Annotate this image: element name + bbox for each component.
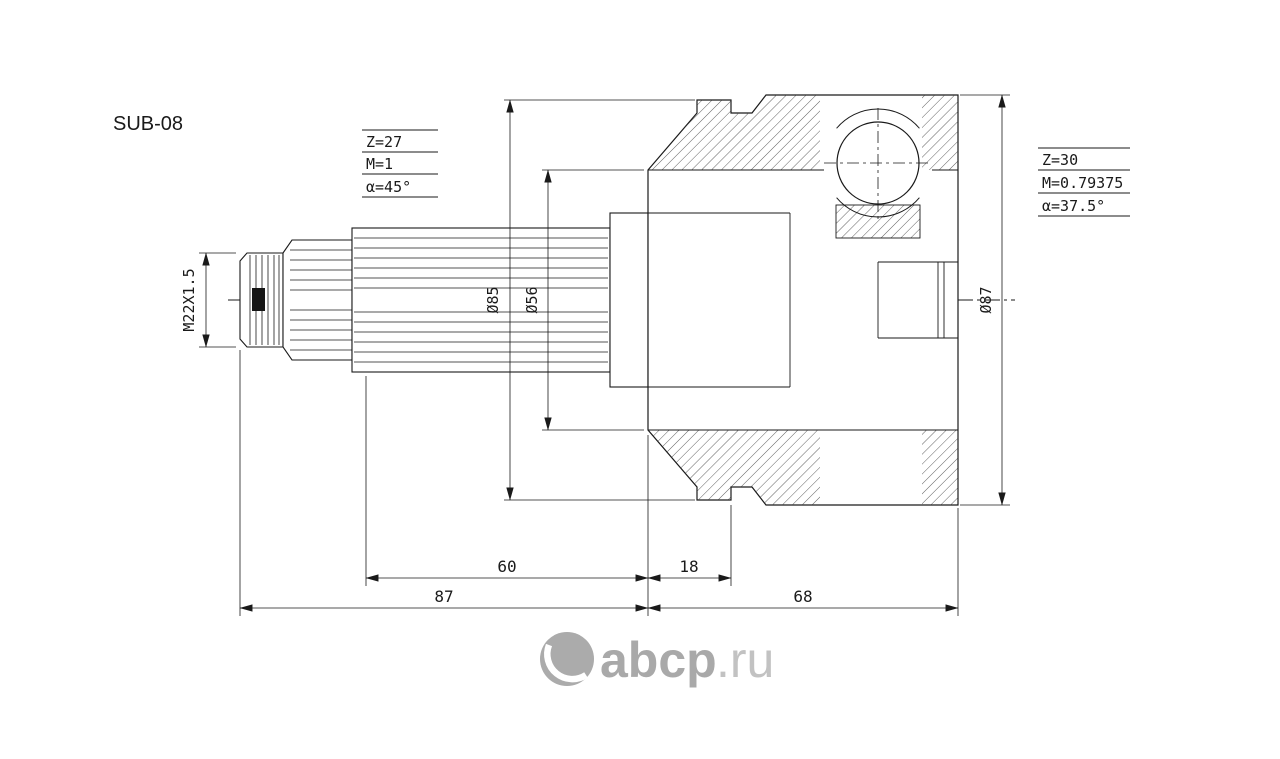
dim-text-87: 87 bbox=[434, 587, 453, 606]
spec-table-left bbox=[362, 129, 438, 198]
dimension-lines bbox=[199, 94, 1010, 616]
spec-left-angle: α=45° bbox=[366, 178, 411, 196]
spec-right-angle: α=37.5° bbox=[1042, 197, 1105, 215]
dim-text-dia56: Ø56 bbox=[523, 286, 541, 313]
watermark-tld: .ru bbox=[716, 632, 774, 688]
housing-internal-lines bbox=[648, 169, 958, 431]
section-hatching bbox=[648, 95, 958, 505]
spec-right-teeth: Z=30 bbox=[1042, 151, 1078, 169]
spline-lines bbox=[354, 237, 608, 363]
spec-right-module: M=0.79375 bbox=[1042, 174, 1123, 192]
bearing-ball-assembly bbox=[824, 108, 932, 239]
dim-text-dia85: Ø85 bbox=[484, 286, 502, 313]
dim-text-18: 18 bbox=[679, 557, 698, 576]
dim-text-thread: M22X1.5 bbox=[180, 268, 198, 331]
spline-collar bbox=[282, 239, 353, 361]
splined-shaft bbox=[351, 227, 611, 373]
spec-table-right bbox=[1038, 147, 1130, 217]
snap-ring bbox=[252, 288, 265, 311]
dim-text-60: 60 bbox=[497, 557, 516, 576]
dim-text-68: 68 bbox=[793, 587, 812, 606]
watermark-brand: abcp bbox=[600, 632, 717, 688]
watermark: abcp .ru bbox=[540, 632, 774, 688]
cv-housing bbox=[647, 94, 959, 506]
dim-text-dia87: Ø87 bbox=[977, 286, 995, 313]
part-number: SUB-08 bbox=[113, 113, 183, 135]
spec-left-teeth: Z=27 bbox=[366, 133, 402, 151]
spec-left-module: M=1 bbox=[366, 155, 393, 173]
threaded-stub bbox=[239, 252, 284, 348]
shaft-flange bbox=[609, 212, 649, 388]
